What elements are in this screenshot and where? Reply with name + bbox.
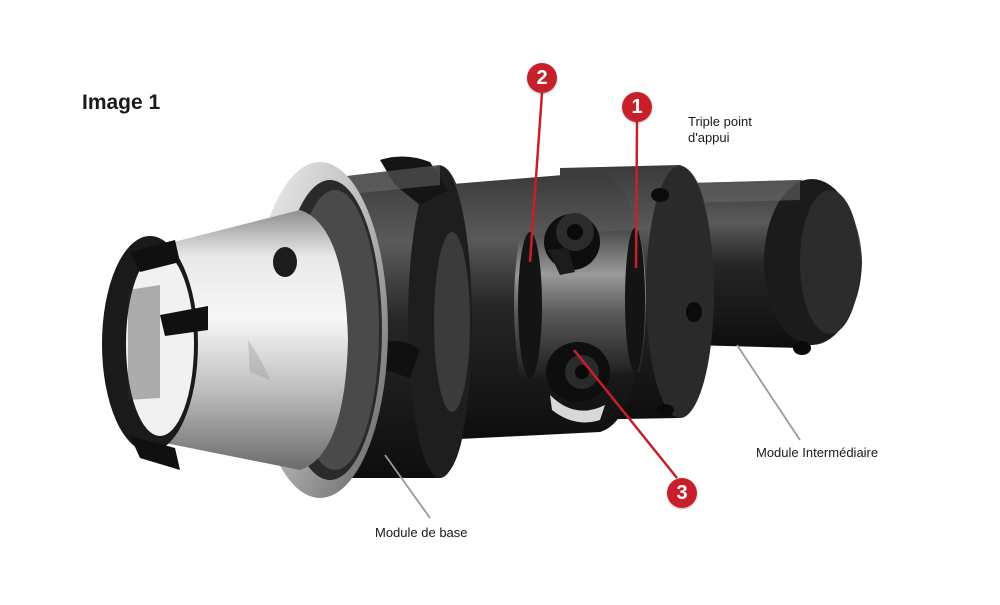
callout-badge-3: 3 bbox=[667, 478, 697, 508]
label-triple-point: Triple point d'appui bbox=[688, 114, 752, 146]
leader-line-1 bbox=[634, 121, 639, 269]
leader-line-2 bbox=[528, 92, 544, 263]
hsk-shank bbox=[150, 210, 348, 470]
label-triple-point-line-2: d'appui bbox=[688, 130, 730, 145]
label-module-base: Module de base bbox=[375, 525, 468, 540]
callout-badge-2: 2 bbox=[527, 63, 557, 93]
leader-lines bbox=[384, 92, 801, 519]
leader-line-intermediate bbox=[736, 344, 801, 441]
leader-line-base bbox=[384, 454, 431, 519]
clamping-screw-upper bbox=[544, 213, 600, 275]
callout-badge-1: 1 bbox=[622, 92, 652, 122]
clamping-screw-lower bbox=[546, 342, 610, 423]
figure-title: Image 1 bbox=[82, 91, 161, 114]
intermediate-module-body bbox=[690, 179, 862, 355]
leader-line-3 bbox=[573, 349, 678, 479]
label-module-intermediaire: Module Intermédiaire bbox=[756, 445, 879, 460]
shank-opening bbox=[102, 236, 208, 470]
label-triple-point-line-1: Triple point bbox=[688, 114, 752, 129]
